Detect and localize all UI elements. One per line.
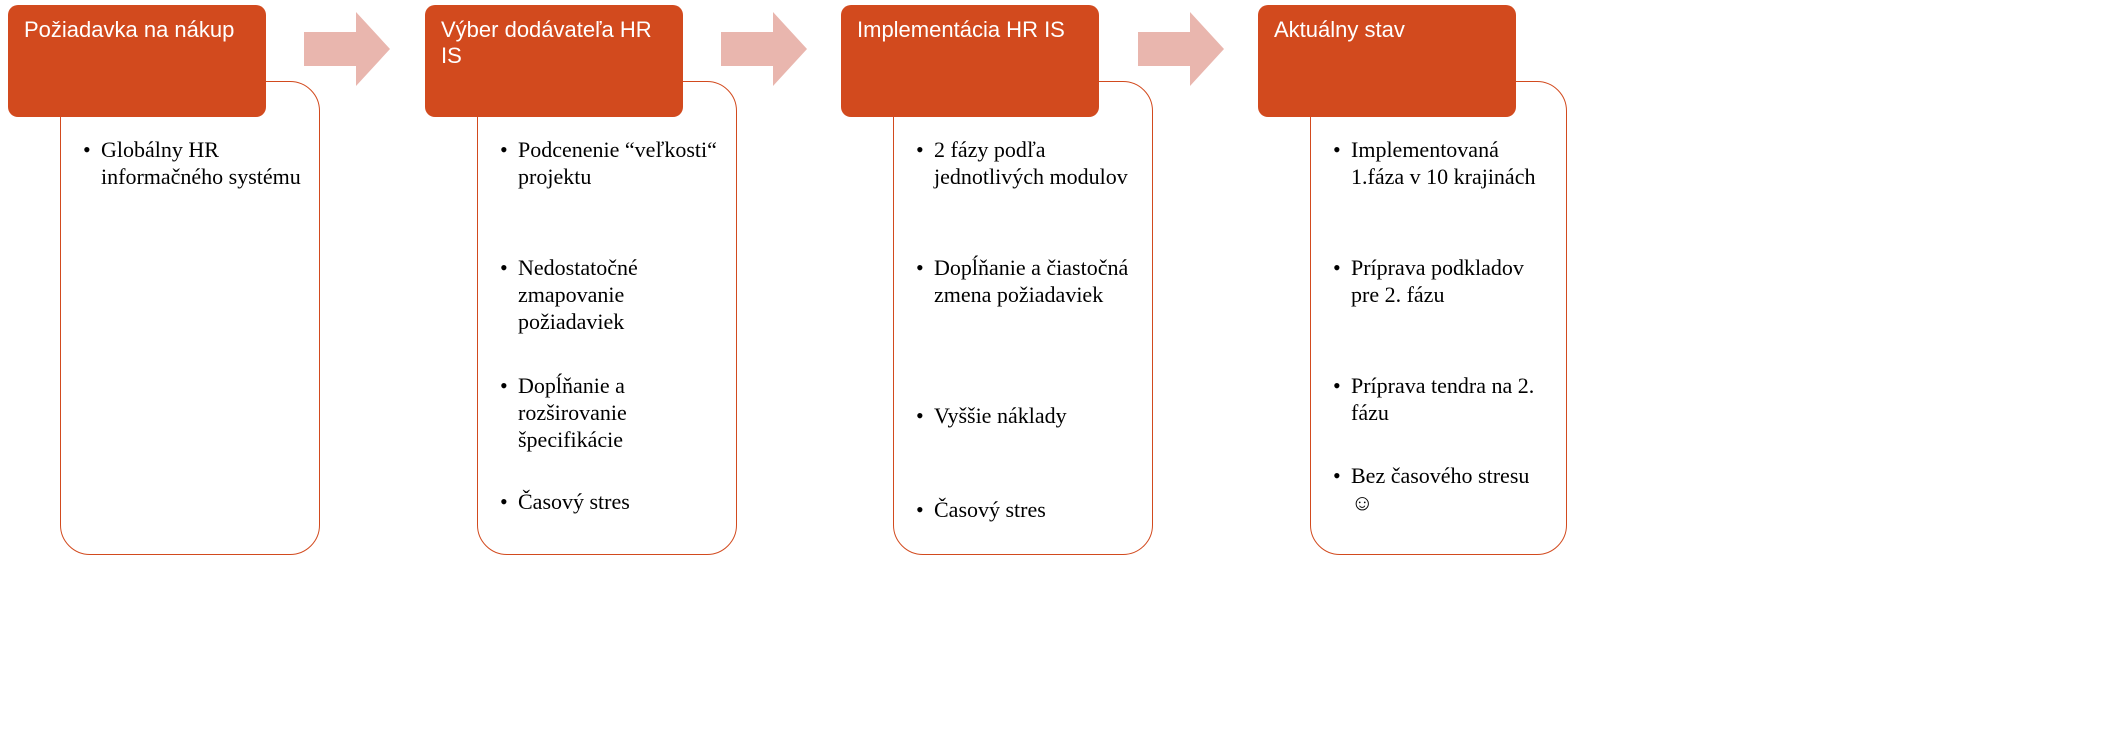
stage-2-header: Výber dodávateľa HR IS [425,5,683,117]
stage-2-item-3-text: Dopĺňanie a rozširovanie špecifikácie [518,373,627,452]
stage-3-card: • 2 fázy podľa jednotlivých modulov • Do… [893,81,1153,555]
stage-4-item-1: • Implementovaná 1.fáza v 10 krajinách [1329,136,1555,190]
bullet-dot: • [500,373,508,398]
bullet-dot: • [916,255,924,280]
bullet-dot: • [500,255,508,280]
stage-1-title: Požiadavka na nákup [24,17,235,42]
stage-3-header: Implementácia HR IS [841,5,1099,117]
bullet-dot: • [1333,137,1341,162]
stage-3-item-4-text: Časový stres [934,497,1046,522]
stage-2-card: • Podcenenie “veľkosti“ projektu • Nedos… [477,81,737,555]
bullet-dot: • [1333,373,1341,398]
stage-3-item-3-text: Vyššie náklady [934,403,1067,428]
stage-3-item-3: • Vyššie náklady [912,402,1138,429]
stage-2-item-4-text: Časový stres [518,489,630,514]
stage-4-title: Aktuálny stav [1274,17,1405,42]
stage-4-item-2: • Príprava podkladov pre 2. fázu [1329,254,1555,308]
stage-2-item-3: • Dopĺňanie a rozširovanie špecifikácie [496,372,722,453]
stage-3-item-2-text: Dopĺňanie a čiastočná zmena požiadaviek [934,255,1129,307]
bullet-dot: • [916,137,924,162]
stage-3-title: Implementácia HR IS [857,17,1065,42]
bullet-dot: • [500,137,508,162]
stage-1-header: Požiadavka na nákup [8,5,266,117]
stage-2-item-1-text: Podcenenie “veľkosti“ projektu [518,137,717,189]
stage-2-title: Výber dodávateľa HR IS [441,17,652,68]
bullet-dot: • [916,497,924,522]
stage-3-item-2: • Dopĺňanie a čiastočná zmena požiadavie… [912,254,1138,308]
bullet-dot: • [1333,463,1341,488]
stage-1-item-1: • Globálny HR informačného systému [79,136,305,190]
stage-3-item-1: • 2 fázy podľa jednotlivých modulov [912,136,1138,190]
stage-2-item-1: • Podcenenie “veľkosti“ projektu [496,136,722,190]
arrow-2-icon [721,12,807,86]
stage-2-item-4: • Časový stres [496,488,722,515]
bullet-dot: • [83,137,91,162]
bullet-dot: • [500,489,508,514]
stage-1-card: • Globálny HR informačného systému [60,81,320,555]
stage-4-item-3-text: Príprava tendra na 2. fázu [1351,373,1535,425]
stage-4-item-4: • Bez časového stresu ☺ [1329,462,1555,516]
arrow-3-icon [1138,12,1224,86]
stage-4-card: • Implementovaná 1.fáza v 10 krajinách •… [1310,81,1567,555]
stage-4-item-4-text: Bez časového stresu ☺ [1351,463,1530,515]
bullet-dot: • [916,403,924,428]
stage-2-item-2-text: Nedostatočné zmapovanie požiadaviek [518,255,638,334]
stage-4-item-1-text: Implementovaná 1.fáza v 10 krajinách [1351,137,1536,189]
stage-4-item-2-text: Príprava podkladov pre 2. fázu [1351,255,1524,307]
stage-2-item-2: • Nedostatočné zmapovanie požiadaviek [496,254,722,335]
stage-1-item-1-text: Globálny HR informačného systému [101,137,301,189]
bullet-dot: • [1333,255,1341,280]
stage-4-item-3: • Príprava tendra na 2. fázu [1329,372,1555,426]
arrow-1-icon [304,12,390,86]
stage-4-header: Aktuálny stav [1258,5,1516,117]
stage-3-item-1-text: 2 fázy podľa jednotlivých modulov [934,137,1128,189]
stage-3-item-4: • Časový stres [912,496,1138,523]
